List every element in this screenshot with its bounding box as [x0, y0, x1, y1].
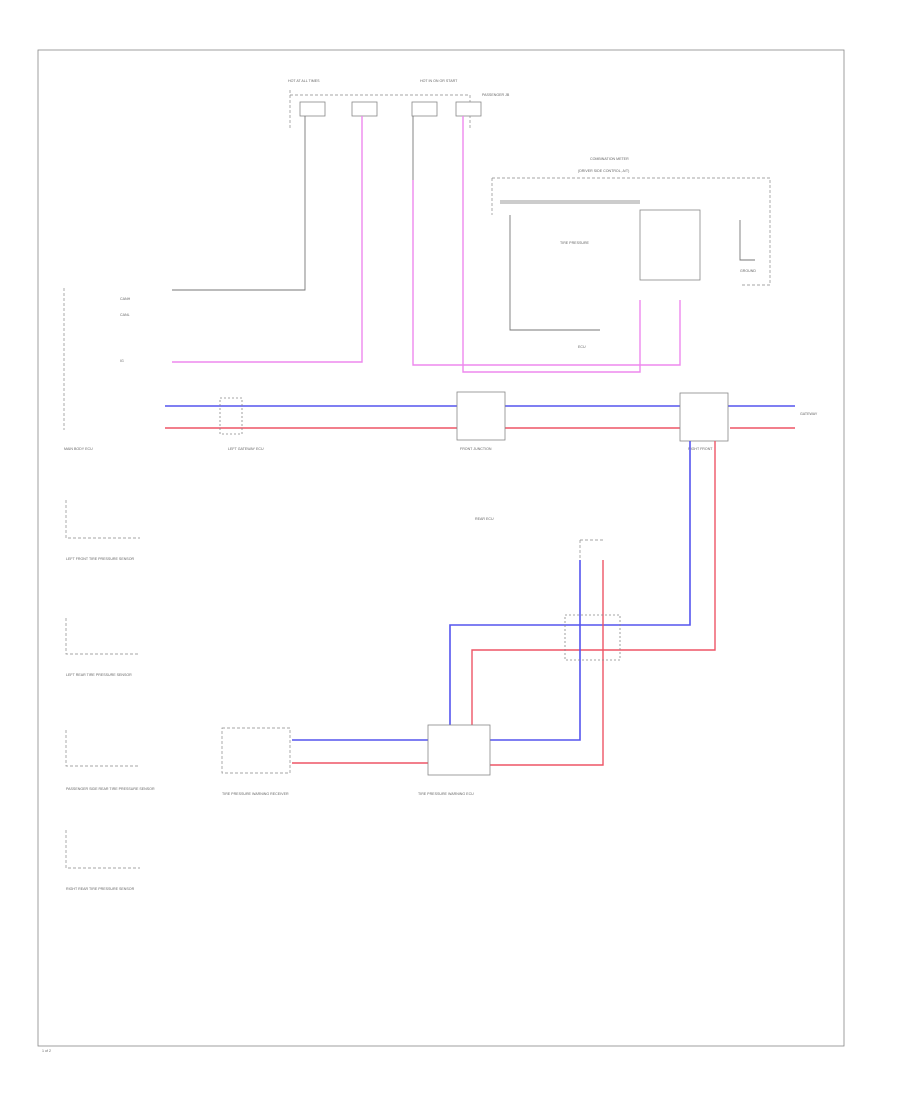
diagram-frame	[37, 49, 845, 1047]
receiver-module-label: TIRE PRESSURE WARNING RECEIVER	[222, 792, 289, 796]
pink-wire-1	[172, 116, 363, 363]
page-number: 1 of 2	[42, 1049, 51, 1053]
combination-meter: COMBINATION METER (DRIVER SIDE CONTROL, …	[491, 157, 771, 349]
sensor-list: LEFT FRONT TIRE PRESSURE SENSOR LEFT REA…	[65, 500, 155, 891]
fuse-left-label: HOT AT ALL TIMES	[288, 79, 320, 83]
right-front-label: RIGHT FRONT	[688, 447, 713, 451]
combination-meter-sub: (DRIVER SIDE CONTROL, A/T)	[578, 169, 629, 173]
can-high-down	[449, 441, 691, 725]
main-body-ecu: MAIN BODY ECU CANH CANL IG	[63, 288, 131, 451]
passenger-jb-label: PASSENGER JB	[482, 93, 510, 97]
tire-pressure-label: TIRE PRESSURE	[560, 241, 590, 245]
junction-connector-2	[456, 391, 506, 441]
front-junction-label: FRONT JUNCTION	[460, 447, 492, 451]
rear-ecu: REAR ECU	[475, 517, 621, 766]
fuse-right-label: HOT IN ON OR START	[420, 79, 458, 83]
left-rear-sensor-label: LEFT REAR TIRE PRESSURE SENSOR	[66, 673, 132, 677]
warning-ecu-label: TIRE PRESSURE WARNING ECU	[418, 792, 474, 796]
bottom-modules: TIRE PRESSURE WARNING RECEIVER TIRE PRES…	[221, 724, 491, 796]
gateway-right-label: GATEWAY	[800, 412, 818, 416]
svg-text:IG: IG	[120, 359, 124, 363]
rear-ecu-label: REAR ECU	[475, 517, 494, 521]
svg-text:CANL: CANL	[120, 313, 130, 317]
left-gateway-label: LEFT GATEWAY ECU	[228, 447, 264, 451]
pink-wire-3	[462, 116, 641, 373]
right-rear-sensor-label: RIGHT REAR TIRE PRESSURE SENSOR	[66, 887, 135, 891]
svg-text:GROUND: GROUND	[740, 269, 756, 273]
svg-text:CANH: CANH	[120, 297, 131, 301]
warning-ecu-module	[427, 724, 491, 776]
junction-connector-1	[219, 397, 243, 435]
ecu-label: ECU	[578, 345, 586, 349]
left-front-sensor-label: LEFT FRONT TIRE PRESSURE SENSOR	[66, 557, 134, 561]
pink-wire-2	[412, 180, 681, 366]
combination-meter-label: COMBINATION METER	[590, 157, 629, 161]
gray-wire-left	[172, 180, 306, 291]
fuse-block: HOT AT ALL TIMES HOT IN ON OR START PASS…	[288, 79, 510, 180]
receiver-module	[221, 727, 291, 774]
can-low-down	[471, 441, 716, 725]
main-body-label: MAIN BODY ECU	[64, 447, 93, 451]
junction-connector-3	[679, 392, 729, 442]
passenger-rear-sensor-label: PASSENGER SIDE REAR TIRE PRESSURE SENSOR	[66, 787, 155, 791]
